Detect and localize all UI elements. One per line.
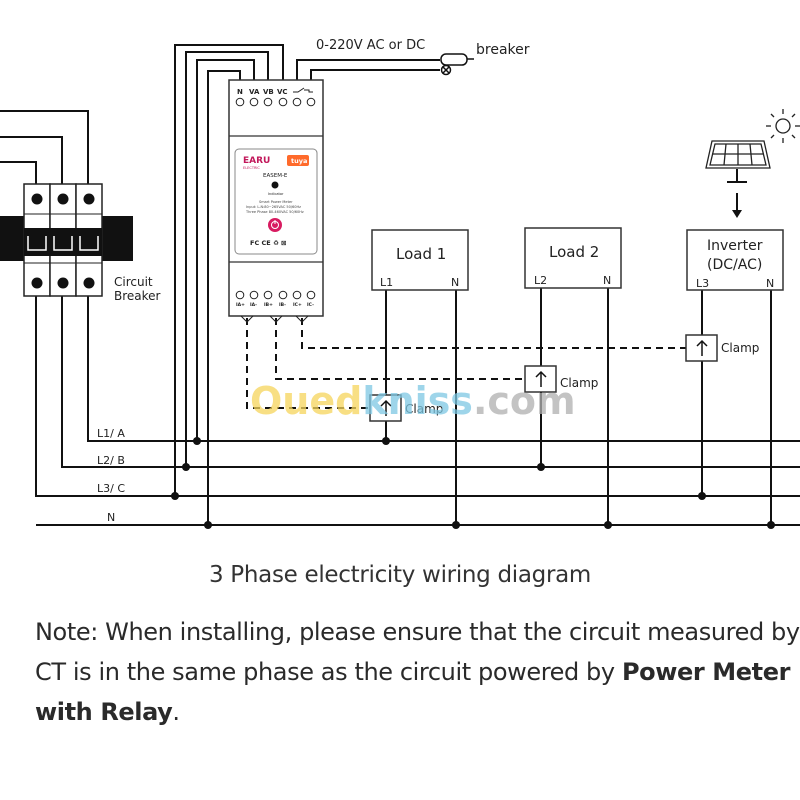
bus-label-l2: L2/ B [97,454,125,467]
installation-note: Note: When installing, please ensure tha… [35,612,800,732]
bus-label-l1: L1/ A [97,427,125,440]
dot [537,463,545,471]
dot [767,521,775,529]
wire-out-l2 [61,296,800,468]
tap-vb [185,51,269,467]
circuit-breaker-label-2: Breaker [114,289,161,303]
inverter: Inverter (DC/AC) L3 N [686,229,784,291]
tap-n [207,70,241,525]
clamp-a: Clamp [369,394,443,422]
breaker-label: breaker [476,42,530,58]
watermark-part-3: .com [473,379,576,423]
spec-line-1: Smart Power Meter [259,200,293,204]
load-1-neutral-label: N [451,276,459,289]
solar-panel-icon [705,140,771,169]
clamp-b: Clamp [524,365,598,393]
load-1-line-label: L1 [380,276,393,289]
junction-dots [171,437,775,529]
tap-vc [174,44,284,496]
load-2-title: Load 2 [549,243,599,261]
terminal-ia-minus: IA- [250,302,257,308]
ct-wire-c [301,318,686,349]
tuya-badge [287,155,309,166]
bus-label-l3: L3/ C [97,482,125,495]
lamp-icon [440,64,452,76]
top-terminal-holes [235,97,316,107]
terminal-ib-minus: IB- [279,302,286,308]
fuse-icon [440,53,474,66]
terminal-vb: VB [263,88,274,96]
wire-out-l3 [35,296,800,497]
tap-va [196,59,255,441]
relay-wire-1 [296,59,440,84]
cert-marks: FC CE ♻ ⊠ [250,239,286,247]
supply-label: 0-220V AC or DC [316,38,425,53]
load-2-line-label: L2 [534,274,547,287]
watermark: Ouedkniss.com [250,379,576,423]
terminal-ic-minus: IC- [307,302,314,308]
meter-model: EASEM-E [263,173,288,179]
wire-in-l3 [0,161,37,187]
indicator-led [271,181,279,189]
wire-out-l1 [87,296,800,442]
ct-wires [246,318,686,409]
inverter-title-2: (DC/AC) [707,257,762,273]
clamp-c: Clamp [685,334,759,362]
power-button[interactable] [268,218,282,232]
clamp-b-label: Clamp [560,376,598,390]
dot [204,521,212,529]
wiring-diagram: 0-220V AC or DC breaker Circu [0,38,800,529]
note-text: Note: When installing, please ensure tha… [35,618,800,686]
diagram-caption: 3 Phase electricity wiring diagram [208,562,592,588]
power-meter: N VA VB VC EARU ELECTRIC tuya EASEM-E In… [228,79,324,323]
wire-in-l1 [0,110,89,187]
indicator-label: Indicator [268,192,284,196]
ct-wire-b [275,318,525,380]
solar-arrow-head [732,210,742,218]
terminal-ib-plus: IB+ [264,302,273,308]
note-suffix: . [172,698,180,726]
dot [182,463,190,471]
wire-in-l2 [0,136,63,187]
relay-contact-icon [293,87,313,93]
relay-wire-2 [310,69,440,84]
circuit-breaker [0,183,133,297]
load-2-neutral-label: N [603,274,611,287]
terminal-ic-plus: IC+ [293,302,302,308]
dot [171,492,179,500]
tuya-badge-text: tuya [291,157,307,165]
dot [604,521,612,529]
dot [698,492,706,500]
dot [452,521,460,529]
terminal-n: N [237,88,243,96]
meter-brand-sub: ELECTRIC [243,166,260,170]
spec-line-2: Input: L-N:80~265VAC 50/60Hz [246,205,301,209]
meter-brand: EARU [243,156,270,166]
bottom-terminal-holes [235,290,316,300]
bus-label-n: N [107,511,115,524]
inverter-neutral-label: N [766,277,774,290]
clamp-c-label: Clamp [721,341,759,355]
inverter-title-1: Inverter [707,238,763,254]
dot [382,437,390,445]
terminal-vc: VC [277,88,288,96]
watermark-part-2: kniss [362,379,473,423]
spec-line-3: Three Phase 80-460VAC 50/60Hz [245,210,304,214]
terminal-va: VA [249,88,260,96]
dot [193,437,201,445]
inverter-line-label: L3 [696,277,709,290]
clamp-a-label: Clamp [405,402,443,416]
circuit-breaker-label-1: Circuit [114,275,153,289]
load-1-title: Load 1 [396,245,446,263]
watermark-part-1: Oued [250,379,362,423]
note-bold-text: Power Meter with Relay [35,658,791,726]
ct-wire-a [246,318,370,409]
load-1: Load 1 L1 N [371,229,469,291]
sun-icon [766,109,800,143]
load-2: Load 2 L2 N [524,227,622,289]
terminal-ia-plus: IA+ [236,302,245,308]
